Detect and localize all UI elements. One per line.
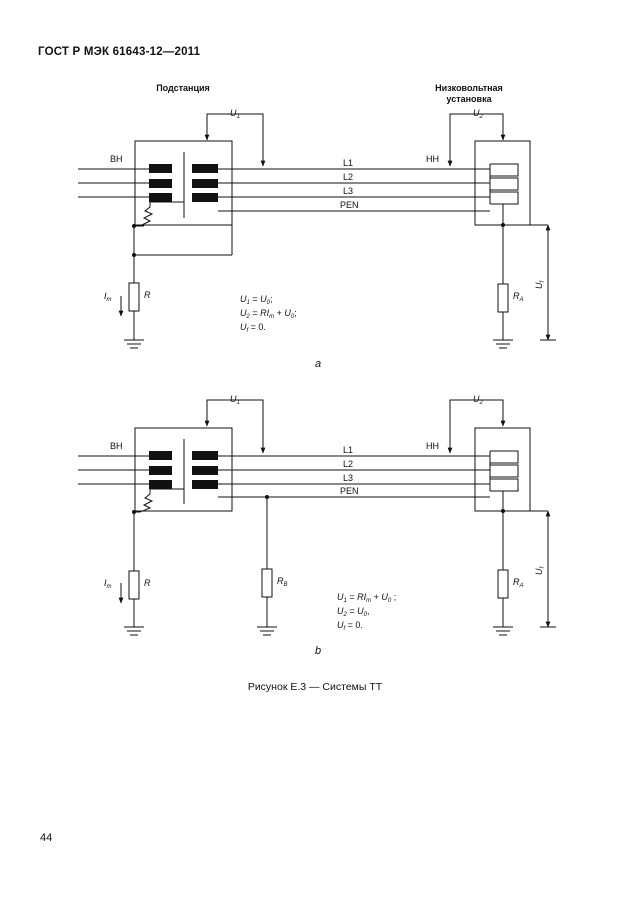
hv-label: ВН	[110, 154, 123, 164]
earth-resistor-rb	[261, 568, 273, 598]
diagram-a: Подстанция Низковольтная установка U1 U2…	[78, 83, 556, 370]
u1-voltage-bracket	[206, 113, 264, 165]
figure-caption: Рисунок Е.3 — Системы ТТ	[247, 681, 383, 693]
svg-text:Im: Im	[104, 578, 112, 590]
uf-label: Uf	[534, 280, 546, 290]
svg-text:Uf = 0.: Uf = 0.	[240, 322, 266, 334]
svg-text:U1: U1	[230, 394, 240, 406]
svg-text:L3: L3	[343, 473, 353, 483]
svg-text:RA: RA	[513, 291, 524, 303]
diagram-b-tag: b	[315, 645, 321, 657]
svg-text:L2: L2	[343, 459, 353, 469]
svg-text:U2 = RIm + U0;: U2 = RIm + U0;	[240, 308, 297, 320]
diagram-b: U1 U2 ВН L1 L2 L3 PEN НН	[78, 394, 556, 657]
earth-resistor-r	[128, 282, 140, 312]
svg-text:RB: RB	[277, 576, 288, 588]
document-header: ГОСТ Р МЭК 61643-12—2011	[38, 46, 201, 58]
svg-text:НН: НН	[426, 441, 439, 451]
conductor-l3: L3	[343, 186, 353, 196]
svg-text:R: R	[144, 290, 151, 300]
svg-text:PEN: PEN	[340, 486, 359, 496]
u2-voltage-bracket	[449, 113, 504, 165]
svg-text:ВН: ВН	[110, 441, 123, 451]
equations-a: U1 = U0; U2 = RIm + U0; Uf = 0.	[240, 294, 297, 334]
svg-text:R: R	[144, 578, 151, 588]
im-label: Im	[104, 291, 112, 303]
svg-text:U2: U2	[473, 394, 484, 406]
equations-b: U1 = RIm + U0 ; U2 = U0, Uf = 0.	[337, 592, 396, 632]
lv-label: НН	[426, 154, 439, 164]
page-number: 44	[40, 832, 53, 844]
installation-label-line1: Низковольтная	[435, 83, 503, 93]
conductor-pen: PEN	[340, 200, 359, 210]
conductor-l1: L1	[343, 158, 353, 168]
svg-text:Uf = 0.: Uf = 0.	[337, 620, 363, 632]
svg-text:U1 = RIm + U0 ;: U1 = RIm + U0 ;	[337, 592, 396, 604]
svg-text:L1: L1	[343, 445, 353, 455]
svg-text:Uf: Uf	[534, 566, 546, 576]
svg-text:RA: RA	[513, 577, 524, 589]
conductor-l2: L2	[343, 172, 353, 182]
diagram-a-tag: a	[315, 358, 321, 370]
u2-label: U2	[473, 108, 484, 120]
svg-text:U1 = U0;: U1 = U0;	[240, 294, 272, 306]
installation-label-line2: установка	[446, 94, 492, 104]
substation-label: Подстанция	[156, 83, 210, 93]
svg-text:U2 = U0,: U2 = U0,	[337, 606, 369, 618]
u1-label: U1	[230, 108, 240, 120]
earth-resistor-ra	[497, 283, 509, 313]
